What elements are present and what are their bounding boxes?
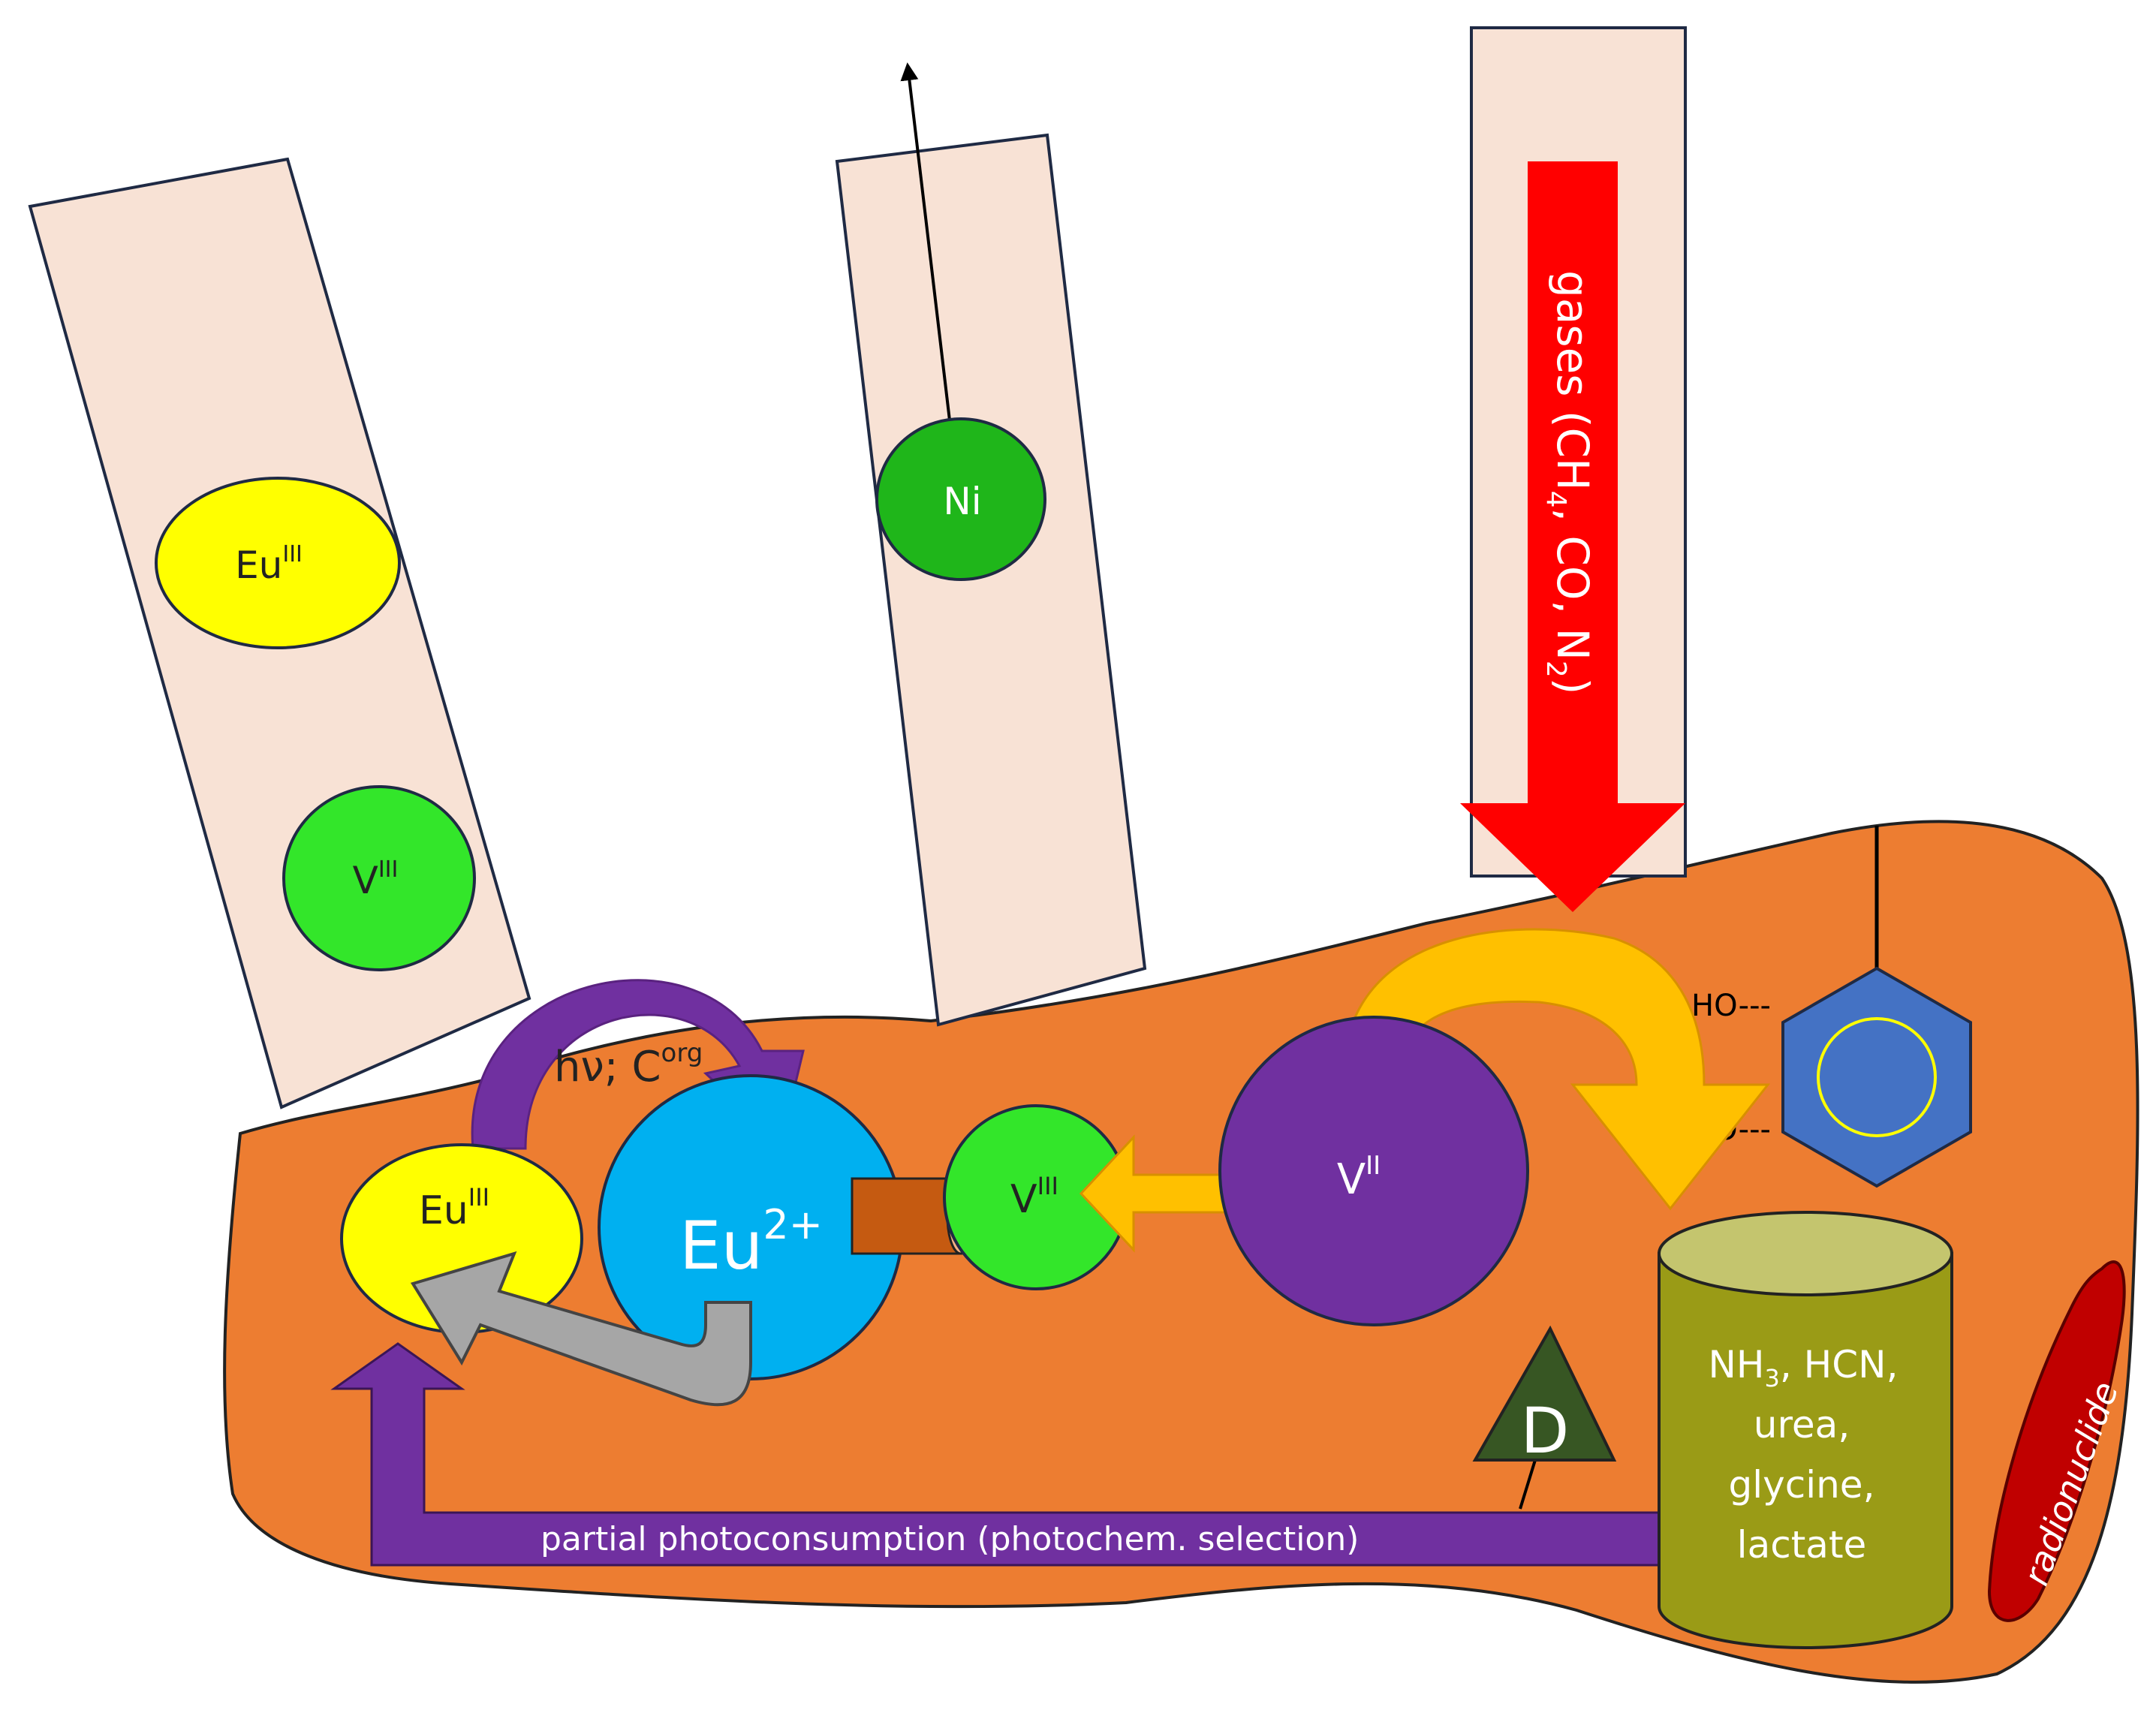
middle-column [835,133,1147,1027]
drum-line-1: NH3, HCN, [1709,1343,1899,1392]
gray-return-arrow [410,1251,752,1407]
organics-drum-body [1658,1252,1953,1649]
eu3-top-ellipse [155,477,401,649]
drum-line-3: glycine, [1729,1463,1875,1507]
ni-label: Ni [943,480,981,523]
d-marker-stem [1519,1459,1537,1510]
v3-bottom-label: VIII [1010,1172,1058,1222]
d-marker-label: D [1521,1394,1570,1468]
drum-line-4: lactate [1737,1523,1867,1567]
organics-drum-top [1658,1211,1953,1296]
purple-curved-arrow [471,979,805,1150]
d-marker-triangle [1472,1325,1617,1462]
ni-upward-arrow [900,62,951,421]
eu2-label: Eu2+ [679,1201,823,1284]
v2-label: VII [1337,1151,1381,1204]
eu3-top-label: EuIII [235,541,303,587]
aromatic-ring-circle [1817,1017,1937,1137]
ni-ellipse [875,417,1046,581]
v2-circle [1218,1016,1529,1326]
v3-top-label: VIII [353,857,399,902]
v3-top-ellipse [282,785,476,971]
aromatic-hexagon [1781,966,1972,1188]
radionuclide-shape [1987,1260,2126,1622]
gases-label: gases (CH4, CO, N2) [1540,270,1598,694]
photoconsumption-arrow [330,1342,1664,1567]
gold-curved-arrow [1346,928,1771,1211]
drum-line-2: urea, [1754,1403,1850,1447]
gases-arrow [1460,161,1685,912]
eu3-bottom-label: EuIII [419,1183,489,1233]
hv-corg-label: hν; Corg [554,1038,703,1091]
ho-top-label: HO--- [1691,989,1771,1023]
photoconsumption-label: partial photoconsumption (photochem. sel… [541,1520,1359,1558]
